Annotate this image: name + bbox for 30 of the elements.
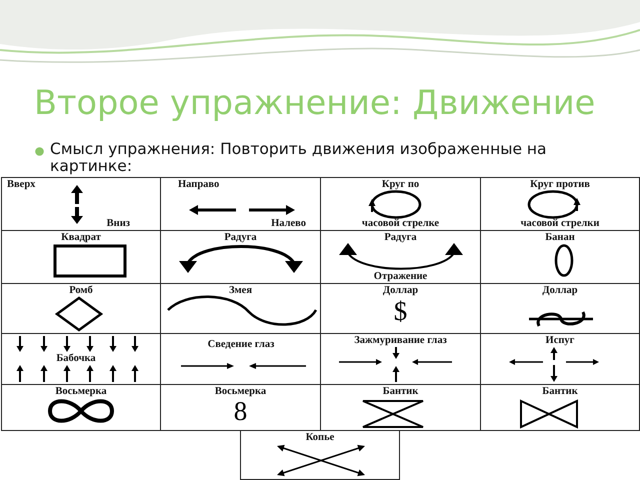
exercise-name: Круг против (530, 179, 590, 190)
exercise-name: Восьмерка (55, 386, 107, 397)
dollar-sign: $ (394, 297, 408, 325)
exercise-name: Радуга (224, 232, 257, 243)
exercise-name: Доллар (542, 285, 578, 296)
exercise-name: Вниз (106, 218, 130, 229)
exercise-name: Испуг (546, 335, 574, 346)
exercise-name: Змея (228, 285, 252, 296)
slide-title: Второе упражнение: Движение (34, 83, 596, 123)
exercise-name: Сведение глаз (208, 339, 274, 350)
exercise-name: Круг по (382, 179, 420, 190)
exercise-name: Доллар (382, 285, 418, 296)
exercise-name: часовой стрелки (520, 218, 600, 229)
exercise-name: часовой стрелке (362, 218, 440, 229)
exercise-name: Бабочка (56, 353, 96, 364)
exercise-name: Зажмуривание глаз (354, 335, 447, 346)
exercise-name: Бантик (382, 386, 418, 397)
exercise-name: Копье (306, 432, 334, 443)
exercise-name: Восьмерка (214, 386, 266, 397)
exercise-name: Ромб (69, 285, 93, 296)
exercise-name: Квадрат (61, 232, 101, 243)
exercise-name: Банан (545, 232, 575, 243)
digit-eight: 8 (234, 397, 248, 425)
exercise-name: Налево (271, 218, 306, 229)
exercise-name: Отражение (374, 271, 428, 282)
bullet-text: Смысл упражнения: Повторить движения изображенные на картинке: (50, 141, 548, 175)
exercise-name: Вверх (7, 179, 36, 190)
exercise-name: Бантик (542, 386, 578, 397)
exercise-name: Радуга (384, 232, 417, 243)
exercise-name: Направо (178, 179, 220, 190)
